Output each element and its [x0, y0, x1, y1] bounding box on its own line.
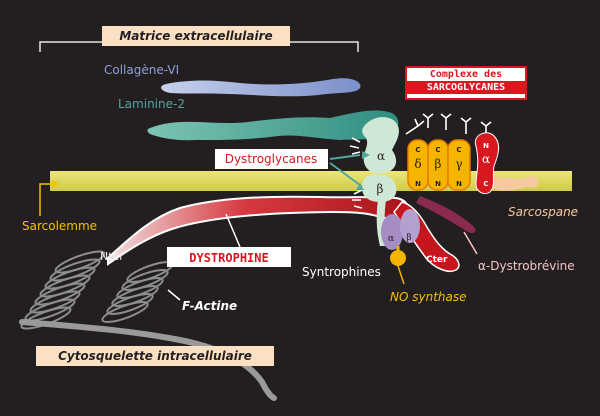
dystroglycans-pointer-alpha [329, 154, 361, 160]
dystrophin-label-box [167, 247, 291, 267]
sarcoglycan-complex-box: Complexe des SARCOGLYCANES [405, 66, 527, 100]
dystrobrevin-label: α-Dystrobrévine [478, 259, 575, 273]
extracellular-matrix-header: Matrice extracellulaire [102, 26, 290, 46]
nter-label: Nter [100, 250, 124, 263]
sarcoglycan-box-line1: Complexe des [429, 69, 503, 80]
sarcoglycan-box-line2: SARCOGLYCANES [407, 81, 525, 94]
sg-delta-n: N [415, 180, 421, 188]
dystrophin-label-pointer [225, 213, 241, 248]
sg-gamma-n: N [456, 180, 462, 188]
dystroglycans-label: Dystroglycanes [225, 152, 318, 166]
no-synthase-pointer [397, 265, 405, 285]
collagen-vi-fiber [161, 78, 361, 97]
dystrobrevin-protein [416, 196, 476, 234]
dystroglycans-arrowhead-beta [356, 183, 364, 190]
laminin-2-fiber [147, 110, 399, 141]
f-actin-pointer [167, 289, 181, 301]
laminin-2-label: Laminine-2 [118, 97, 185, 111]
dg-beta-letter: β [377, 182, 384, 196]
no-synthase [390, 250, 406, 266]
f-actin-label: F-Actine [182, 299, 237, 313]
no-synthase-label: NO synthase [390, 290, 467, 304]
sarcolemma-arrowhead [52, 180, 59, 188]
sg-delta-c: C [415, 146, 420, 154]
sarcospan-protein [490, 176, 539, 191]
sg-alpha-c: C [483, 180, 488, 188]
beta-syntrophin [400, 209, 420, 243]
gamma-sarcoglycan [447, 139, 471, 191]
glycan-branches [349, 113, 492, 209]
beta-dystroglycan [362, 174, 397, 202]
cter-label: Cter [426, 255, 448, 265]
sarcospan-label: Sarcospane [508, 205, 578, 219]
alpha-sarcoglycan [474, 132, 500, 195]
sg-gamma-c: C [456, 146, 461, 154]
dystrophin-label: DYSTROPHINE [189, 251, 268, 265]
syntrophins-label: Syntrophines [302, 265, 381, 279]
sarcolemma-label: Sarcolemme [22, 219, 97, 233]
sg-alpha-n: N [483, 142, 489, 150]
dystroglycans-arrowhead-alpha [362, 151, 370, 159]
sg-beta-c: C [435, 146, 440, 154]
collagen-vi-label: Collagène-VI [104, 63, 179, 77]
alpha-dystroglycan [362, 117, 399, 174]
dg-alpha-letter: α [377, 149, 385, 163]
dystrobrevin-pointer [463, 231, 478, 255]
cytoskeleton-header: Cytosquelette intracellulaire [36, 346, 274, 366]
alpha-syntrophin [381, 214, 403, 250]
dystroglycans-label-box [215, 149, 328, 169]
sg-beta-letter: β [435, 157, 442, 171]
sg-gamma-letter: γ [455, 157, 462, 171]
sg-alpha-letter: α [482, 152, 490, 166]
dystroglycans-pointer-beta [329, 162, 361, 186]
f-actin-filament [20, 250, 174, 330]
sg-delta-letter: δ [414, 157, 421, 171]
syn-beta-letter: β [406, 233, 411, 243]
syn-alpha-letter: α [388, 234, 394, 244]
sarcolemma-pointer [39, 183, 52, 216]
sg-beta-n: N [435, 180, 441, 188]
